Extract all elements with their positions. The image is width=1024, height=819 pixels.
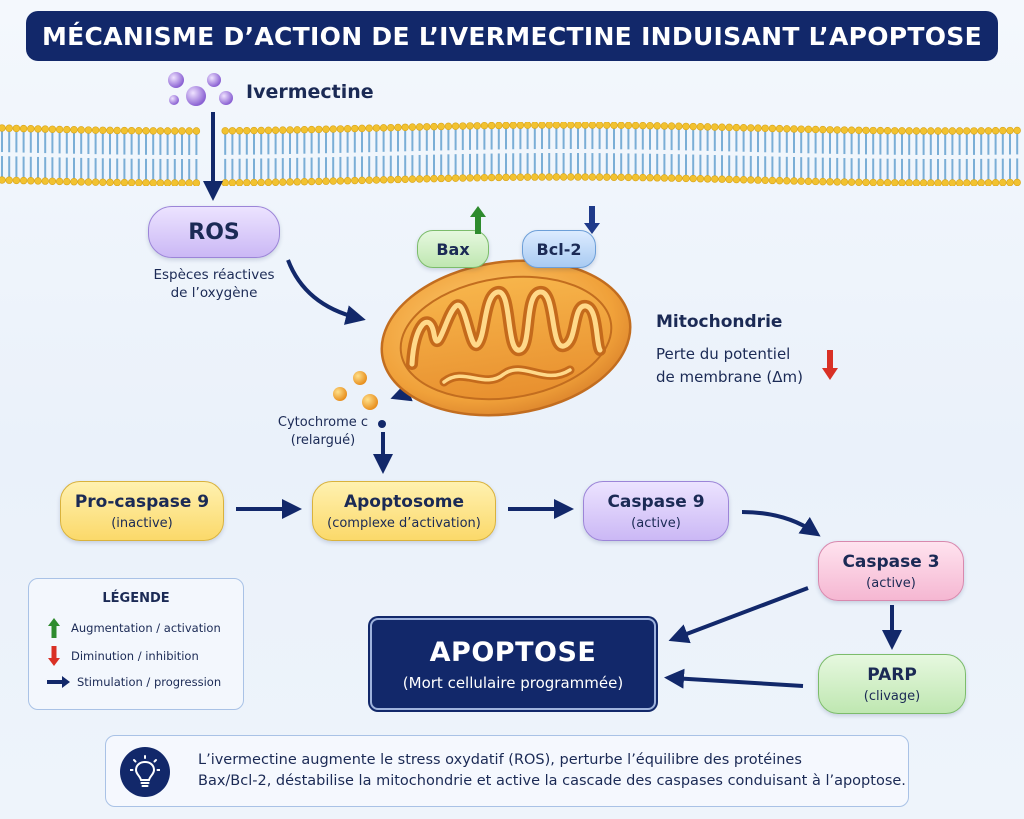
summary-panel: L’ivermectine augmente le stress oxydati… <box>105 735 909 807</box>
mito-desc-line1: Perte du potentiel <box>656 345 791 363</box>
cell-membrane <box>0 122 1021 186</box>
cytochrome-line1: Cytochrome c <box>277 415 369 430</box>
ivermectine-label: Ivermectine <box>246 81 374 103</box>
bax-box[interactable]: Bax <box>417 230 489 268</box>
legend-panel: LÉGENDE Augmentation / activation Diminu… <box>28 578 244 710</box>
cytochrome-line2: (relargué) <box>290 432 356 448</box>
procaspase9-label: Pro-caspase 9 <box>74 491 210 512</box>
legend-label-stimulation: Stimulation / progression <box>77 675 222 689</box>
apoptosome-state: (complexe d’activation) <box>327 515 481 531</box>
summary-line1: L’ivermectine augmente le stress oxydati… <box>198 752 802 768</box>
bcl2-box[interactable]: Bcl-2 <box>522 230 596 268</box>
cytochrome-c-molecules-icon <box>333 371 378 410</box>
mito-desc-line2: de membrane (Δm) <box>656 367 803 386</box>
legend-item-increase: Augmentation / activation <box>47 617 221 639</box>
parp-box[interactable]: PARP (clivage) <box>818 654 966 714</box>
navy-right-arrow-icon <box>47 676 70 688</box>
ros-description: Espèces réactives de l’oxygène <box>132 266 296 302</box>
green-up-arrow-icon <box>48 618 60 638</box>
bcl2-label: Bcl-2 <box>536 239 582 259</box>
cytochrome-dot-icon <box>378 420 386 428</box>
legend-label-increase: Augmentation / activation <box>71 621 221 635</box>
red-down-arrow-icon <box>48 646 60 666</box>
caspase3-label: Caspase 3 <box>842 551 940 572</box>
apoptose-sub: (Mort cellulaire programmée) <box>402 673 624 692</box>
legend-item-stimulation: Stimulation / progression <box>47 675 221 689</box>
ros-box[interactable]: ROS <box>148 206 280 258</box>
cytochrome-c-label: Cytochrome c (relargué) <box>268 414 378 449</box>
arrow-caspase3-apoptose <box>668 586 809 644</box>
procaspase9-box[interactable]: Pro-caspase 9 (inactive) <box>60 481 224 541</box>
legend-label-decrease: Diminution / inhibition <box>71 649 199 663</box>
apoptose-box[interactable]: APOPTOSE (Mort cellulaire programmée) <box>370 618 656 710</box>
apoptose-label: APOPTOSE <box>429 636 597 668</box>
apoptosome-label: Apoptosome <box>343 491 465 512</box>
ros-desc-line2: de l’oxygène <box>170 285 258 302</box>
summary-text: L’ivermectine augmente le stress oxydati… <box>198 750 906 792</box>
mitochondrie-description: Perte du potentiel de membrane (Δm) <box>656 343 803 388</box>
ros-desc-line1: Espèces réactives <box>153 267 275 283</box>
bax-up-arrow-icon <box>470 206 486 234</box>
legend-title: LÉGENDE <box>102 591 170 606</box>
mitochondrion-icon <box>380 259 632 417</box>
procaspase9-state: (inactive) <box>111 515 173 531</box>
caspase3-box[interactable]: Caspase 3 (active) <box>818 541 964 601</box>
mitochondrie-label: Mitochondrie <box>656 312 783 332</box>
membrane-potential-down-arrow-icon <box>822 350 838 380</box>
caspase9-label: Caspase 9 <box>607 491 705 512</box>
ros-label: ROS <box>188 219 240 245</box>
bcl2-down-arrow-icon <box>584 206 600 234</box>
page-title: MÉCANISME D’ACTION DE L’IVERMECTINE INDU… <box>26 11 998 61</box>
apoptosome-box[interactable]: Apoptosome (complexe d’activation) <box>312 481 496 541</box>
legend-item-decrease: Diminution / inhibition <box>47 645 199 667</box>
arrow-parp-apoptose <box>664 668 804 689</box>
lightbulb-icon <box>120 747 170 797</box>
caspase9-state: (active) <box>631 515 681 531</box>
arrow-caspase9-caspase3 <box>741 510 821 537</box>
bax-label: Bax <box>436 239 470 259</box>
caspase3-state: (active) <box>866 575 916 591</box>
parp-state: (clivage) <box>863 688 921 704</box>
arrow-ros-mitochondrie <box>286 259 366 325</box>
summary-line2: Bax/Bcl-2, déstabilise la mitochondrie e… <box>198 773 906 790</box>
ivermectine-molecules-icon <box>168 72 233 106</box>
caspase9-box[interactable]: Caspase 9 (active) <box>583 481 729 541</box>
parp-label: PARP <box>867 664 917 685</box>
